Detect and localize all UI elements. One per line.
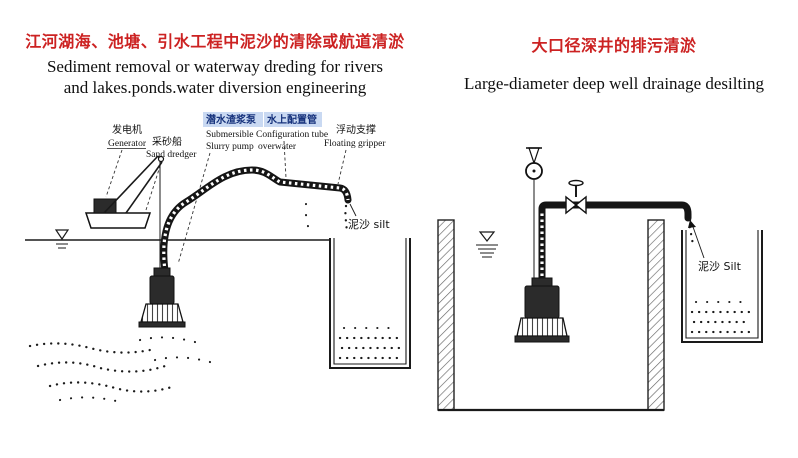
- silt-tank: [329, 238, 411, 369]
- pump-strainer: [140, 303, 184, 323]
- discharge-spray-dots: [304, 202, 348, 238]
- tube-label-highlight: [264, 112, 322, 127]
- seabed-sediment-dots: [28, 336, 212, 404]
- component-labels: 潜水渣浆泵 水上配置管 发电机 浮动支撑 Submersible Configu…: [107, 113, 386, 160]
- crane-pulley-icon: [157, 155, 165, 163]
- left-title-chinese: 江河湖海、池塘、引水工程中泥沙的清除或航道清淤: [25, 32, 405, 51]
- sediment-row: [153, 356, 212, 364]
- dredger-label-cn: 采砂船: [152, 135, 182, 148]
- right-title-english: Large-diameter deep well drainage desilt…: [464, 74, 764, 93]
- silt-callout: 泥沙 silt: [348, 203, 390, 231]
- gripper-leader-line: [337, 149, 347, 185]
- pump-base: [514, 335, 570, 343]
- silt-tank: [681, 230, 763, 343]
- dredger-label-en: Sand dredger: [146, 150, 197, 160]
- spray-stream: [344, 204, 348, 236]
- spray-stream: [304, 202, 310, 238]
- generator-label-cn: 发电机: [112, 123, 142, 136]
- hoist-pulley: [525, 147, 543, 278]
- pump-label-en1: Submersible: [206, 130, 254, 140]
- pipe-path: [538, 201, 692, 282]
- crane-mast-rear: [125, 161, 163, 214]
- slurry-hose-ribs: [162, 168, 350, 279]
- pump-label-highlight: [203, 112, 263, 127]
- sand-dredger-boat: [84, 155, 165, 268]
- left-title-english-line1: Sediment removal or waterway dreding for…: [46, 57, 384, 76]
- leader-lines: [105, 140, 347, 265]
- tank-inner-wall: [685, 230, 759, 339]
- tube-label-en2: overwater: [258, 142, 297, 152]
- tube-leader-line: [283, 140, 287, 179]
- tube-label-en1: Configuration tube: [256, 129, 328, 140]
- gripper-label-cn: 浮动支撑: [336, 123, 376, 136]
- sediment-row: [28, 342, 152, 354]
- crane-mast-front: [103, 155, 159, 214]
- valve-handwheel-icon: [568, 179, 584, 187]
- pump-cap: [153, 267, 171, 277]
- discharge-pipe: [538, 201, 692, 282]
- pump-label-cn: 潜水渣浆泵: [206, 113, 257, 126]
- submersible-pump: [514, 277, 570, 343]
- water-level-triangle: [478, 231, 496, 242]
- deep-well-diagram: 泥沙 Silt: [437, 147, 763, 412]
- sediment-row: [58, 396, 122, 404]
- water-level-triangle: [54, 229, 70, 241]
- tank-outer-wall: [681, 230, 763, 343]
- pump-base: [138, 321, 186, 328]
- valve-body-left: [565, 195, 578, 215]
- water-level-symbol: [54, 229, 70, 249]
- discharge-hose: [160, 166, 352, 282]
- silt-label: 泥沙 Silt: [698, 260, 742, 273]
- discharge-spray-dots: [688, 218, 694, 248]
- pump-body: [524, 285, 560, 319]
- gate-valve: [565, 179, 587, 215]
- well-left-wall: [437, 219, 455, 411]
- well-right-wall: [647, 219, 665, 411]
- silt-leader-line: [349, 203, 357, 217]
- pump-leader-line: [177, 152, 211, 265]
- silt-callout: 泥沙 Silt: [688, 220, 742, 273]
- left-application-panel: 江河湖海、池塘、引水工程中泥沙的清除或航道清淤 Sediment removal…: [0, 32, 430, 404]
- tank-inner-wall: [333, 238, 407, 365]
- dredging-diagram: 潜水渣浆泵 水上配置管 发电机 浮动支撑 Submersible Configu…: [25, 112, 411, 404]
- silt-leader-arrowhead: [688, 220, 696, 228]
- pulley-bracket: [528, 147, 540, 165]
- pump-label-en2: Slurry pump: [206, 142, 254, 152]
- generator-label-en: Generator: [108, 139, 147, 149]
- tank-outer-wall: [329, 238, 411, 369]
- gripper-label-en: Floating gripper: [324, 139, 386, 149]
- left-title-english: Sediment removal or waterway dreding for…: [0, 56, 430, 99]
- sediment-row: [138, 336, 197, 344]
- tube-label-cn: 水上配置管: [266, 113, 317, 126]
- left-title-english-line2: and lakes.ponds.water diversion engineer…: [63, 78, 367, 98]
- right-application-panel: 大口径深井的排污清淤 Large-diameter deep well drai…: [430, 0, 798, 458]
- submersible-pump: [138, 267, 186, 328]
- pulley-hub: [532, 169, 536, 173]
- pump-cap: [531, 277, 553, 287]
- boat-hull: [84, 212, 152, 229]
- deep-well: [437, 219, 665, 412]
- silt-leader-line: [691, 223, 705, 259]
- generator-leader-line: [105, 149, 123, 198]
- valve-body-right: [574, 195, 587, 215]
- pump-body: [149, 275, 175, 305]
- sediment-row: [48, 381, 177, 393]
- sediment-row: [36, 361, 167, 373]
- silt-label: 泥沙 silt: [348, 218, 390, 231]
- pump-strainer: [516, 317, 568, 337]
- water-surface: [25, 229, 330, 249]
- well-water-level-symbol: [476, 231, 498, 258]
- right-title-chinese: 大口径深井的排污清淤: [531, 36, 697, 55]
